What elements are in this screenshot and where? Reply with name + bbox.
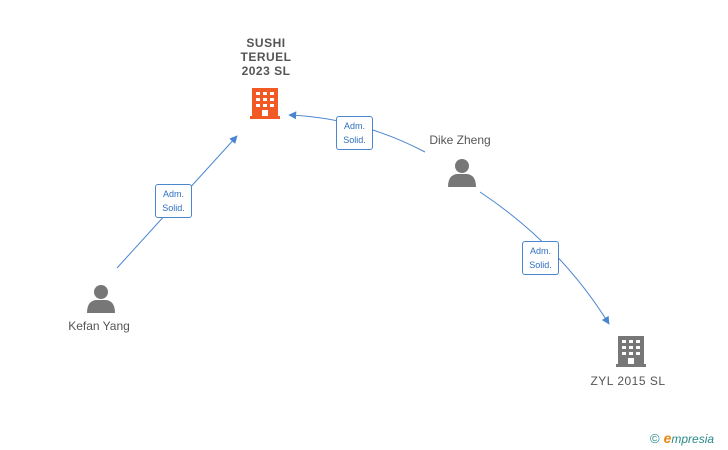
person-label-dike[interactable]: Dike Zheng	[429, 133, 491, 147]
edge-label: Adm. Solid.	[336, 116, 373, 150]
company-label-sushi[interactable]: SUSHI TERUEL 2023 SL	[240, 36, 292, 78]
company-label-zyl[interactable]: ZYL 2015 SL	[590, 374, 666, 388]
edge-label: Adm. Solid.	[522, 241, 559, 275]
edge-label: Adm. Solid.	[155, 184, 192, 218]
brand-logo: ©empresia	[650, 430, 714, 446]
person-icon[interactable]	[448, 159, 476, 187]
person-icon[interactable]	[87, 285, 115, 313]
brand-name: mpresia	[671, 432, 715, 446]
copyright-symbol: ©	[650, 431, 660, 446]
brand-initial: e	[663, 430, 672, 446]
building-icon[interactable]	[616, 336, 646, 367]
person-label-kefan[interactable]: Kefan Yang	[68, 319, 130, 333]
building-icon[interactable]	[250, 88, 280, 119]
